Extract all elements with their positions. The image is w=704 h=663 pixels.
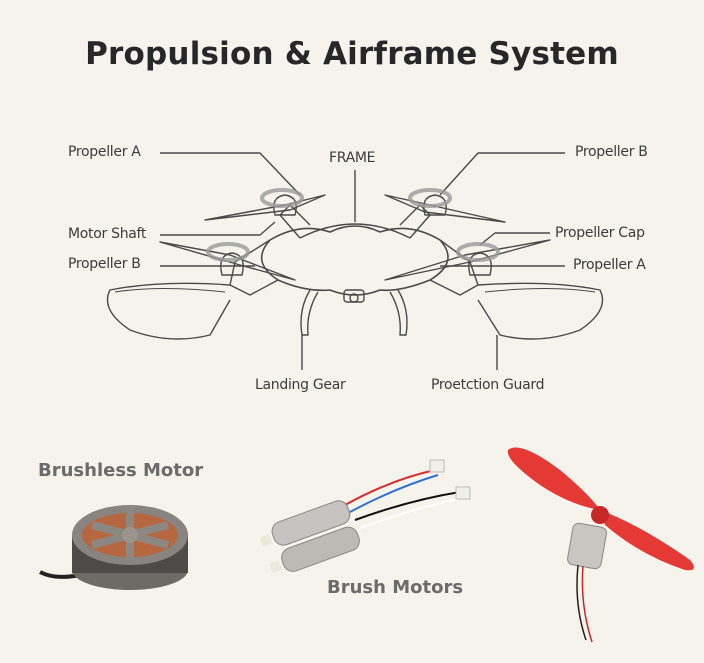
label-propeller-b-left: Propeller B — [68, 256, 141, 272]
propeller-motor-image — [507, 447, 694, 643]
leader-propeller-a-top-left — [160, 152, 301, 196]
leader-propeller-cap — [479, 232, 550, 246]
rotation-arrow-icon — [456, 242, 500, 262]
rotation-arrow-icon — [206, 242, 250, 262]
page-title: Propulsion & Airframe System — [85, 36, 619, 72]
label-landing-gear: Landing Gear — [255, 377, 346, 393]
label-propeller-a-right: Propeller A — [573, 257, 646, 273]
brushless-motor-image — [39, 505, 188, 590]
label-propeller-a-top-left: Propeller A — [68, 144, 141, 160]
leader-propeller-b-top-right — [439, 152, 565, 196]
rotation-arrow-icon — [408, 188, 452, 208]
label-propeller-cap: Propeller Cap — [555, 225, 645, 241]
label-frame: FRAME — [329, 150, 376, 166]
brush-motors-image — [259, 459, 471, 574]
label-motor-shaft: Motor Shaft — [68, 226, 147, 242]
label-protection-guard: Proetction Guard — [431, 377, 545, 393]
rotation-arrow-icon — [260, 188, 304, 208]
brushless-motor-label: Brushless Motor — [38, 460, 204, 481]
brush-motors-label: Brush Motors — [327, 577, 464, 598]
leader-motor-shaft — [160, 221, 276, 236]
label-propeller-b-top-right: Propeller B — [575, 144, 648, 160]
